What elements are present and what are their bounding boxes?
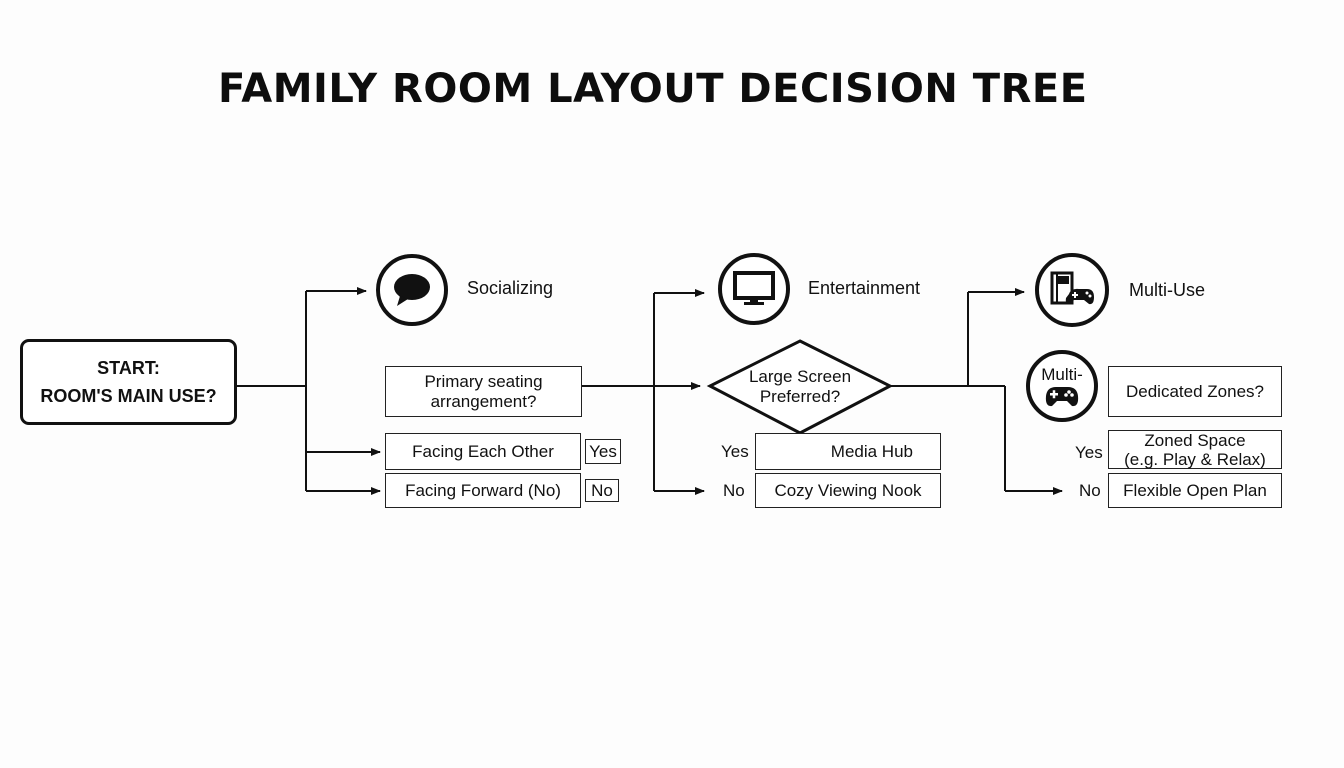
tag-no: No (585, 479, 619, 502)
large-screen-question: Large Screen Preferred? (720, 367, 880, 407)
option-flexible-open-plan: Flexible Open Plan (1108, 473, 1282, 508)
speech-bubble-icon (376, 254, 448, 326)
category-multi-use-label: Multi-Use (1129, 280, 1206, 300)
category-entertainment-label: Entertainment (808, 278, 921, 298)
zoned-space-line-1: Zoned Space (1144, 430, 1246, 450)
option-media-hub: Media Hub (755, 433, 941, 470)
primary-seating-line-2: arrangement? (430, 391, 537, 411)
start-line-2: ROOM'S MAIN USE? (40, 386, 217, 406)
gamepad-icon: Multi- (1026, 350, 1098, 422)
option-facing-forward: Facing Forward (No) (385, 473, 581, 508)
entertainment-yes-label: Yes (721, 442, 749, 461)
zoned-space-line-2: (e.g. Play & Relax) (1124, 449, 1266, 469)
multi-use-no-label: No (1079, 481, 1101, 500)
entertainment-no-label: No (723, 481, 745, 500)
multi-icon-label: Multi- (1041, 365, 1083, 384)
diagram-title: FAMILY ROOM LAYOUT DECISION TREE (218, 66, 1088, 112)
primary-seating-line-1: Primary seating (424, 371, 543, 391)
large-screen-line-2: Preferred? (759, 387, 841, 406)
dedicated-zones-question: Dedicated Zones? (1108, 366, 1282, 417)
start-line-1: START: (97, 358, 160, 378)
start-node: START: ROOM'S MAIN USE? (20, 339, 237, 425)
multi-use-yes-label: Yes (1075, 443, 1103, 462)
primary-seating-question: Primary seating arrangement? (385, 366, 582, 417)
category-socializing-label: Socializing (467, 278, 554, 298)
option-facing-each-other: Facing Each Other (385, 433, 581, 470)
tag-yes: Yes (585, 439, 621, 464)
option-zoned-space: Zoned Space (e.g. Play & Relax) (1108, 430, 1282, 469)
book-and-gamepad-icon (1035, 253, 1109, 327)
large-screen-line-1: Large Screen (748, 367, 852, 386)
option-cozy-viewing-nook: Cozy Viewing Nook (755, 473, 941, 508)
monitor-icon (718, 253, 790, 325)
